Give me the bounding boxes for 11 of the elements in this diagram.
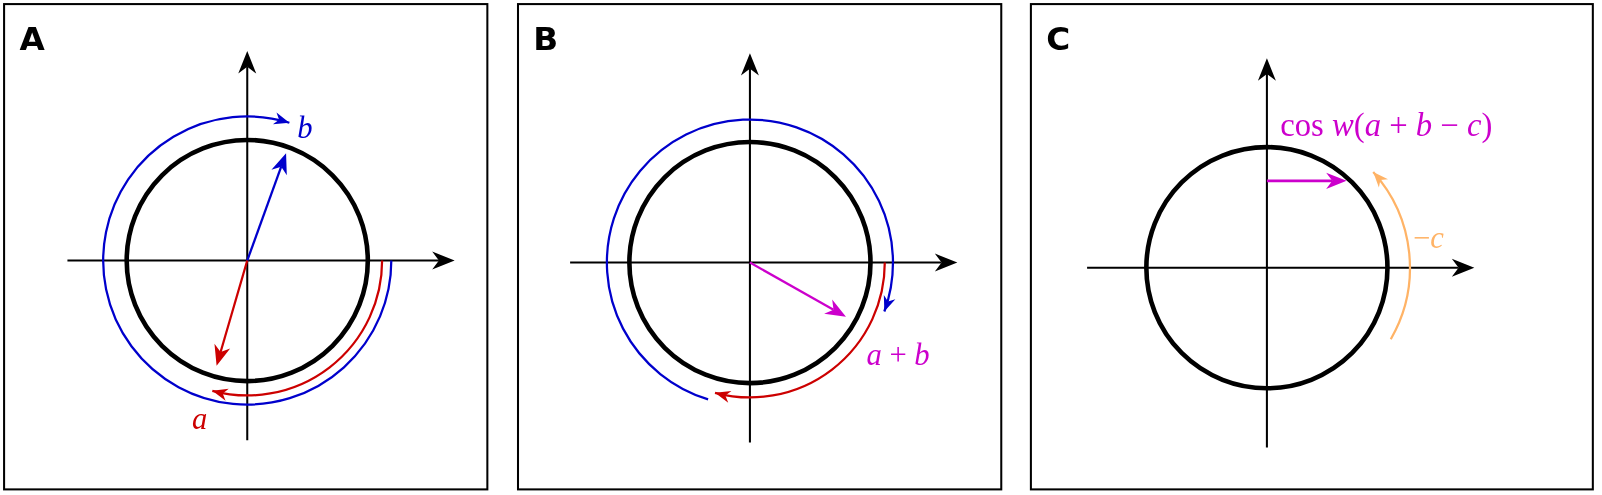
panel-label: A	[19, 19, 45, 59]
panel	[1029, 3, 1594, 491]
panel-label: C	[1046, 19, 1071, 59]
panel	[517, 3, 1003, 491]
math-label: a + b	[866, 339, 930, 370]
math-label: a	[192, 403, 208, 435]
panel	[3, 3, 489, 491]
math-label: b	[297, 112, 313, 144]
panel-label: B	[533, 19, 559, 59]
math-label: −c	[1413, 222, 1444, 254]
math-label: cos w(a + b − c)	[1280, 108, 1493, 141]
